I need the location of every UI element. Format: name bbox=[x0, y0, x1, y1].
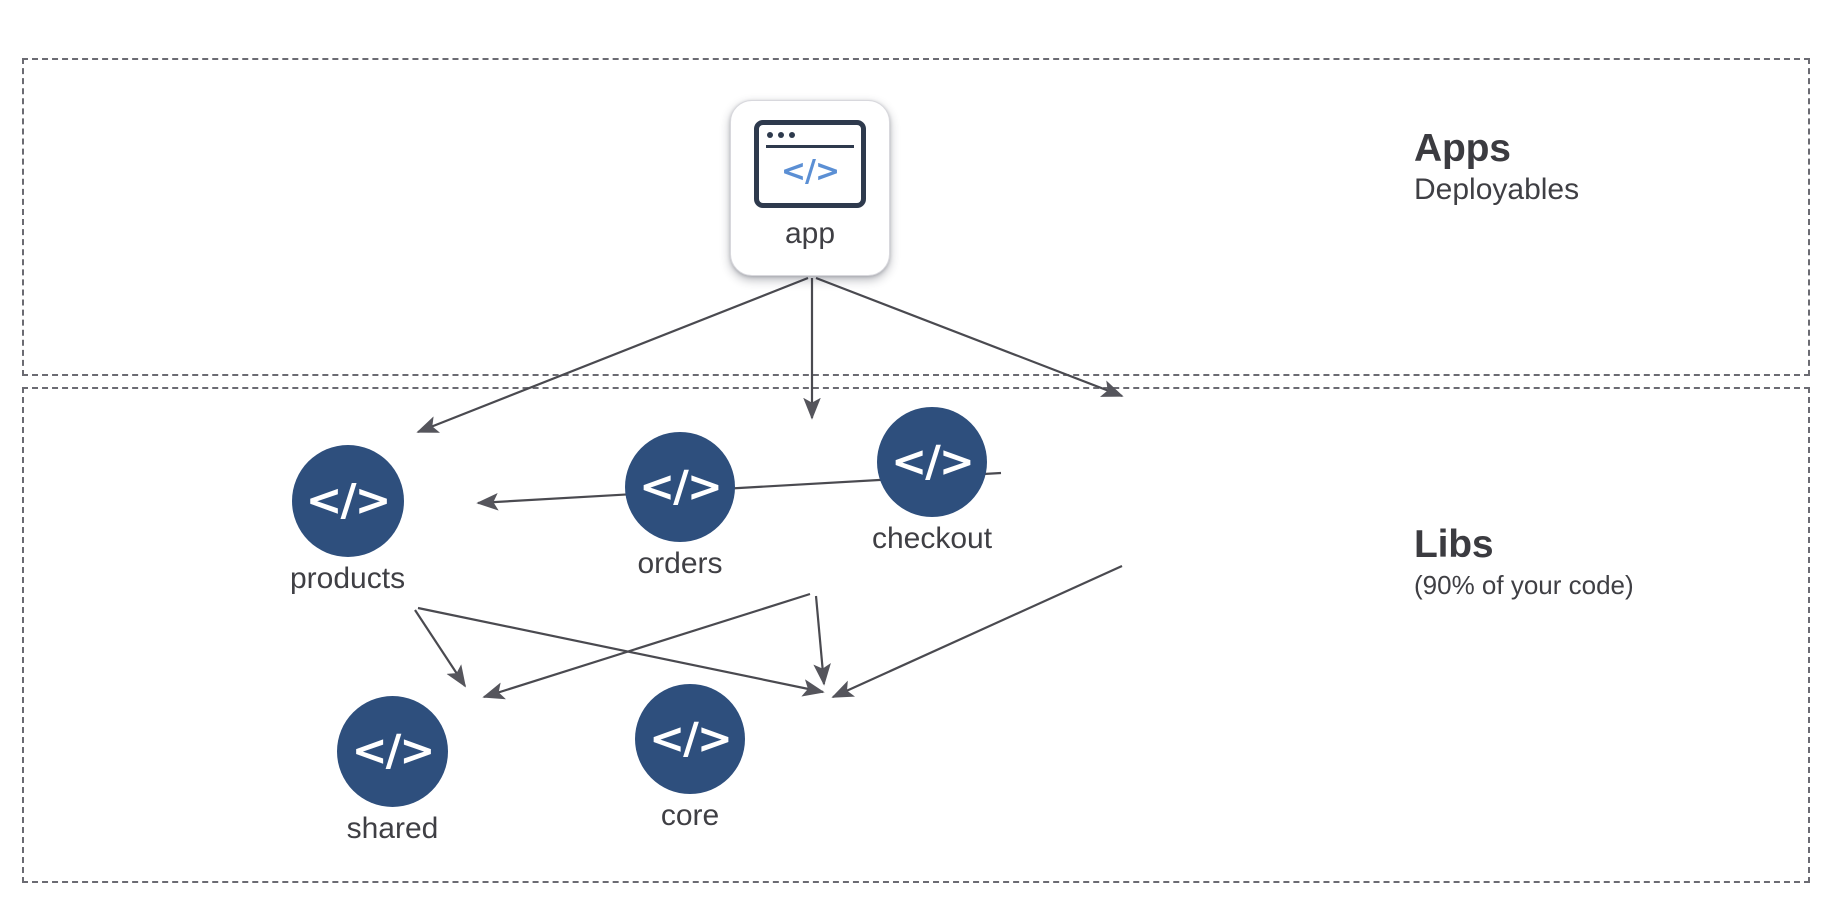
node-app[interactable]: </> app bbox=[730, 100, 890, 276]
zone-apps-subtitle: Deployables bbox=[1414, 173, 1580, 207]
zone-libs-subtitle: (90% of your code) bbox=[1414, 570, 1634, 601]
zone-libs-title: Libs bbox=[1414, 523, 1494, 566]
zone-apps-title: Apps bbox=[1414, 127, 1511, 170]
node-orders-label: orders bbox=[637, 547, 723, 580]
node-shared[interactable]: </> shared bbox=[337, 696, 448, 844]
node-core-label: core bbox=[660, 799, 720, 832]
zone-apps-legend: Apps Deployables bbox=[1414, 128, 1579, 208]
zone-apps bbox=[22, 58, 1810, 376]
code-brackets-icon: </> bbox=[635, 684, 745, 794]
code-brackets-icon: </> bbox=[291, 445, 404, 557]
node-checkout[interactable]: </> checkout bbox=[872, 407, 992, 554]
code-brackets-icon: </> bbox=[337, 696, 448, 807]
node-core[interactable]: </> core bbox=[635, 684, 745, 831]
code-brackets-icon: </> bbox=[877, 407, 988, 517]
browser-dots-icon bbox=[767, 132, 795, 138]
code-brackets-glyph: </> bbox=[780, 154, 840, 189]
node-products[interactable]: </> products bbox=[290, 445, 405, 594]
node-orders[interactable]: </> orders bbox=[625, 432, 735, 579]
node-products-label: products bbox=[290, 562, 406, 595]
zone-libs-legend: Libs (90% of your code) bbox=[1414, 524, 1634, 601]
browser-separator bbox=[766, 145, 854, 148]
node-shared-label: shared bbox=[346, 812, 439, 845]
node-app-label: app bbox=[784, 217, 836, 250]
browser-code-icon: </> bbox=[754, 120, 866, 208]
code-brackets-icon: </> bbox=[625, 432, 735, 542]
node-checkout-label: checkout bbox=[872, 522, 993, 555]
